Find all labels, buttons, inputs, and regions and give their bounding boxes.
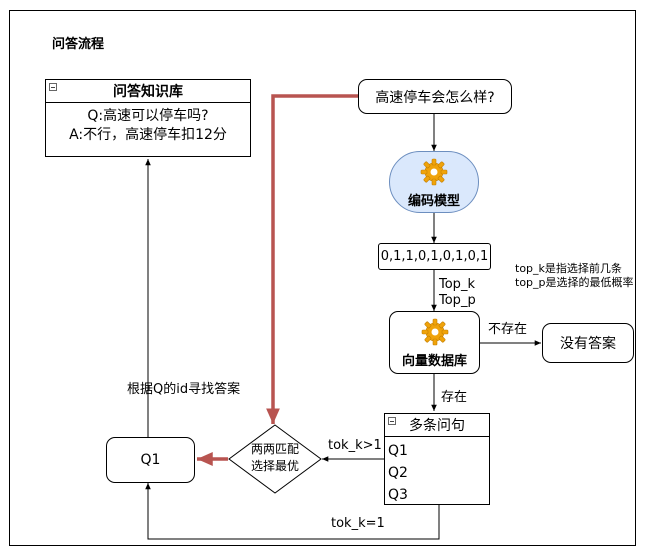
knowledge-base-box[interactable]: 问答知识库 Q:高速可以停车吗? A:不行，高速停车扣12分 bbox=[45, 79, 251, 157]
param-top-k: Top_k bbox=[439, 277, 475, 292]
diagram-frame bbox=[9, 10, 636, 546]
gear-icon bbox=[420, 158, 448, 186]
multi-question-item: Q2 bbox=[388, 465, 408, 481]
multi-question-item: Q3 bbox=[388, 487, 408, 503]
diamond-line-1: 两两匹配 bbox=[250, 442, 299, 456]
q1-text: Q1 bbox=[140, 452, 161, 468]
edge-label-not-exist: 不存在 bbox=[488, 322, 528, 337]
knowledge-base-answer: A:不行，高速停车扣12分 bbox=[69, 127, 227, 143]
vector-db-node[interactable]: 向量数据库 bbox=[389, 311, 480, 374]
param-note-top-k: top_k是指选择前几条 bbox=[515, 262, 622, 275]
knowledge-base-header: 问答知识库 bbox=[46, 80, 250, 103]
param-top-p: Top_p bbox=[439, 293, 476, 308]
page-title: 问答流程 bbox=[52, 37, 105, 52]
edge-label-tok-gt1: tok_k>1 bbox=[328, 438, 382, 453]
multi-question-box[interactable]: 多条问句 Q1 Q2 Q3 bbox=[384, 413, 490, 505]
no-answer-text: 没有答案 bbox=[560, 336, 616, 352]
collapse-icon[interactable] bbox=[49, 83, 57, 91]
vector-db-label: 向量数据库 bbox=[401, 354, 467, 369]
query-text: 高速停车会怎么样? bbox=[375, 89, 495, 106]
edge-label-tok-eq1: tok_k=1 bbox=[331, 516, 385, 531]
encoder-model-label: 编码模型 bbox=[407, 194, 460, 209]
multi-question-title: 多条问句 bbox=[409, 418, 465, 434]
vector-text: 0,1,1,0,1,0,1,0,1 bbox=[380, 249, 489, 264]
match-decision-diamond[interactable] bbox=[228, 424, 322, 494]
no-answer-box[interactable]: 没有答案 bbox=[542, 323, 634, 363]
knowledge-base-title: 问答知识库 bbox=[113, 84, 183, 100]
edge-query-to-diamond bbox=[266, 94, 358, 424]
multi-question-item: Q1 bbox=[388, 443, 408, 459]
edge-label-exist: 存在 bbox=[441, 390, 468, 405]
diamond-line-2: 选择最优 bbox=[250, 459, 299, 473]
vector-box: 0,1,1,0,1,0,1,0,1 bbox=[378, 243, 491, 270]
query-box[interactable]: 高速停车会怎么样? bbox=[358, 79, 512, 114]
knowledge-base-question: Q:高速可以停车吗? bbox=[87, 108, 209, 124]
collapse-icon[interactable] bbox=[388, 417, 396, 425]
multi-question-header: 多条问句 bbox=[385, 414, 489, 437]
q1-box[interactable]: Q1 bbox=[106, 437, 195, 483]
param-note-top-p: top_p是选择的最低概率 bbox=[515, 276, 634, 289]
edge-label-find-by-id: 根据Q的id寻找答案 bbox=[127, 382, 241, 397]
gear-icon bbox=[421, 318, 449, 346]
encoder-model-node[interactable]: 编码模型 bbox=[389, 151, 479, 213]
edge-multi-to-q1 bbox=[145, 483, 440, 540]
